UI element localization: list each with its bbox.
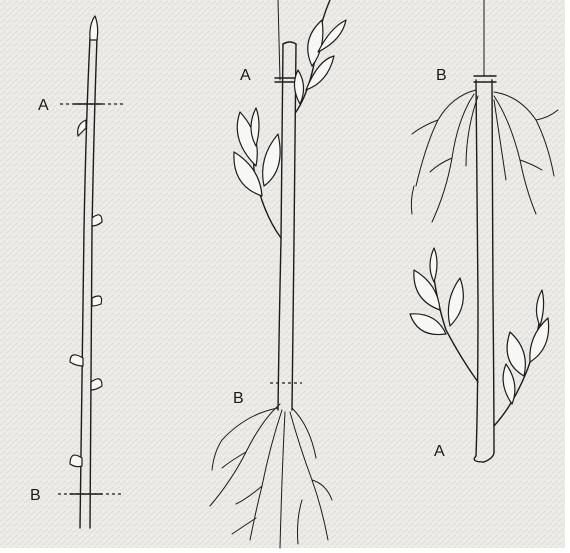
stage-1-bud (92, 296, 102, 306)
stage-1-bud (70, 455, 82, 467)
stage-3-label-a: A (434, 443, 445, 460)
stage-1-label-a: A (38, 97, 49, 114)
stage-3-label-b: B (436, 67, 447, 84)
stage-2-label-b: B (233, 390, 244, 407)
stage-2-label-a: A (240, 67, 251, 84)
stage-1-label-b: B (30, 487, 41, 504)
